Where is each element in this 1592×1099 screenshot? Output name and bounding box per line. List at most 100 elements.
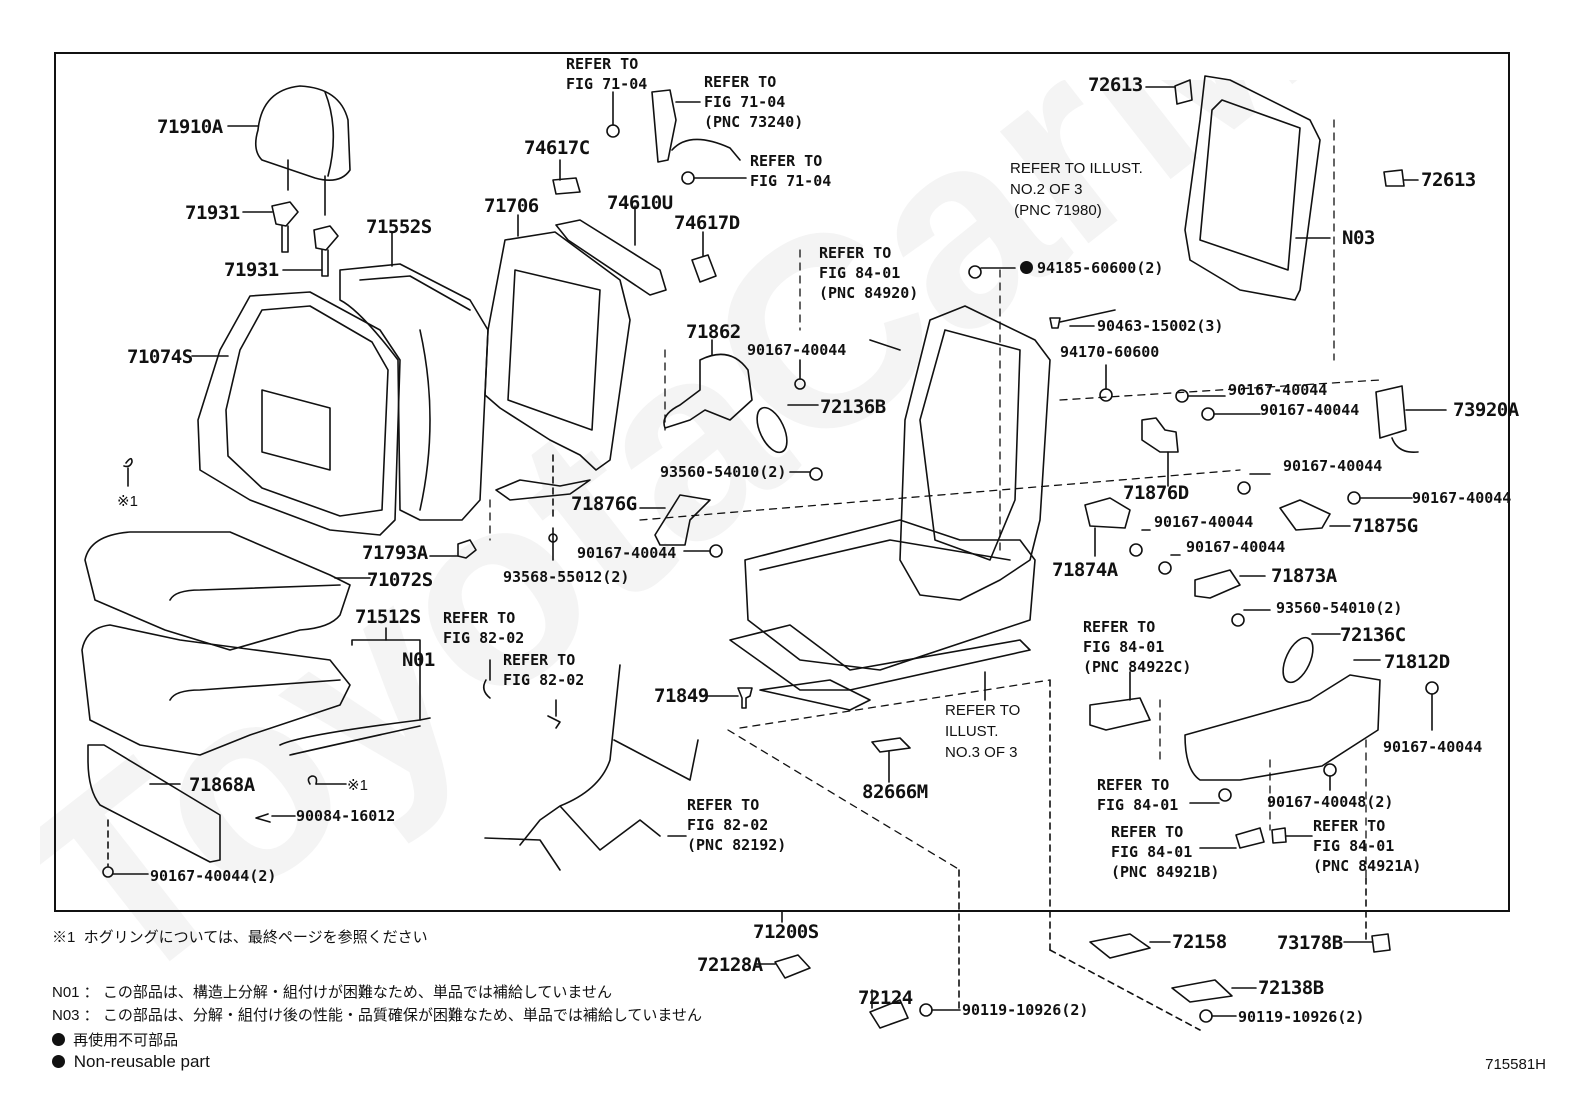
part-label-72124[interactable]: 72124 <box>858 987 913 1009</box>
part-label-90119-10926-right[interactable]: 90119-10926(2) <box>1238 1008 1365 1026</box>
note-hog-ring: ※1 ホグリングについては、最終ページを参照ください <box>52 929 428 946</box>
part-label-71849[interactable]: 71849 <box>654 685 709 707</box>
part-label-71876d[interactable]: 71876D <box>1123 482 1189 504</box>
seat-cushion-cover-drawing <box>84 531 371 651</box>
part-label-90119-10926-bottom[interactable]: 90119-10926(2) <box>962 1001 1089 1019</box>
bullet-dot-icon <box>52 1033 65 1046</box>
part-label-73920a[interactable]: 73920A <box>1453 399 1519 421</box>
reference-fig-84-01-pnc-84921a[interactable]: REFER TO FIG 84-01 (PNC 84921A) <box>1313 817 1422 875</box>
part-label-93560-54010-b[interactable]: 93560-54010(2) <box>1276 599 1403 617</box>
part-label-90084-16012[interactable]: 90084-16012 <box>296 807 396 825</box>
part-label-93560-54010-a[interactable]: 93560-54010(2) <box>660 463 787 481</box>
part-label-71074s[interactable]: 71074S <box>127 346 193 368</box>
part-label-72136c[interactable]: 72136C <box>1340 624 1406 646</box>
rail-parts-drawing <box>707 671 986 783</box>
part-label-90167-40048[interactable]: 90167-40048(2) <box>1267 793 1394 811</box>
part-label-90463-15002[interactable]: 90463-15002(3) <box>1097 317 1224 335</box>
hog-ring-drawings <box>123 457 347 785</box>
part-label-90167-40044-2[interactable]: 90167-40044(2) <box>150 867 277 885</box>
part-label-71931-lower[interactable]: 71931 <box>224 259 279 281</box>
part-label-73178b[interactable]: 73178B <box>1277 932 1343 954</box>
seat-frame-drawing <box>729 305 1051 711</box>
part-label-72158[interactable]: 72158 <box>1172 931 1227 953</box>
part-label-71812d[interactable]: 71812D <box>1384 651 1450 673</box>
reference-fig-84-01-pnc-84922c[interactable]: REFER TO FIG 84-01 (PNC 84922C) <box>1083 618 1192 676</box>
part-number-text: 94185-60600(2) <box>1037 259 1164 277</box>
part-label-94170-60600[interactable]: 94170-60600 <box>1060 343 1160 361</box>
seat-cushion-pad-drawing <box>81 624 431 756</box>
part-label-90167-40044-i[interactable]: 90167-40044 <box>1383 738 1483 756</box>
part-label-71706[interactable]: 71706 <box>484 195 539 217</box>
part-label-n01[interactable]: N01 <box>402 649 435 671</box>
part-label-72138b[interactable]: 72138B <box>1258 977 1324 999</box>
part-label-hog-ring-1[interactable]: ※1 <box>117 493 138 510</box>
seat-belt-buckle-drawing <box>606 89 747 185</box>
reference-fig-82-02-a[interactable]: REFER TO FIG 82-02 <box>443 609 525 647</box>
part-label-71931-upper[interactable]: 71931 <box>185 202 240 224</box>
note-n01: N01 ： この部品は、構造上分解・組付けが困難なため、単品では補給していません <box>52 984 612 1001</box>
note-n03: N03 ： この部品は、分解・組付け後の性能・品質確保が困難なため、単品では補給… <box>52 1007 702 1024</box>
part-label-71512s[interactable]: 71512S <box>355 606 421 628</box>
part-label-71868a[interactable]: 71868A <box>189 774 255 796</box>
reference-fig-84-01-plain[interactable]: REFER TO FIG 84-01 <box>1097 776 1179 814</box>
recliner-cover-g-drawing <box>639 494 723 558</box>
part-label-71910a[interactable]: 71910A <box>157 116 223 138</box>
part-label-90167-40044-h[interactable]: 90167-40044 <box>1186 538 1286 556</box>
part-label-72613-right[interactable]: 72613 <box>1421 169 1476 191</box>
part-label-71200s[interactable]: 71200S <box>753 921 819 943</box>
reference-fig-71-04-c[interactable]: REFER TO FIG 71-04 <box>750 152 832 190</box>
diagram-frame <box>54 52 1510 912</box>
part-label-71552s[interactable]: 71552S <box>366 216 432 238</box>
small-clips-drawing <box>429 454 558 561</box>
part-label-72136b[interactable]: 72136B <box>820 396 886 418</box>
part-label-74610u[interactable]: 74610U <box>607 192 673 214</box>
legend-text: 再使用不可部品 <box>73 1032 179 1049</box>
part-label-90167-40044-e[interactable]: 90167-40044 <box>1283 457 1383 475</box>
part-label-93568-55012[interactable]: 93568-55012(2) <box>503 568 630 586</box>
reference-fig-82-02-b[interactable]: REFER TO FIG 82-02 <box>503 651 585 689</box>
part-label-90167-40044-g[interactable]: 90167-40044 <box>1154 513 1254 531</box>
reference-illust-2-of-3[interactable]: REFER TO ILLUST. NO.2 OF 3 (PNC 71980) <box>1010 160 1143 219</box>
part-label-71874a[interactable]: 71874A <box>1052 559 1118 581</box>
wire-harness-drawing <box>482 659 699 871</box>
guide-lines <box>489 119 1381 881</box>
front-shield-drawing <box>87 744 296 878</box>
part-label-74617c[interactable]: 74617C <box>524 137 590 159</box>
headrest-drawing <box>227 85 351 216</box>
part-label-71072s[interactable]: 71072S <box>367 569 433 591</box>
reference-fig-84-01-pnc-84920[interactable]: REFER TO FIG 84-01 (PNC 84920) <box>819 244 919 302</box>
hinge-covers-drawing <box>552 159 717 296</box>
part-label-90167-40044-f[interactable]: 90167-40044 <box>1412 489 1512 507</box>
reference-illust-3-of-3[interactable]: REFER TO ILLUST. NO.3 OF 3 <box>945 702 1021 761</box>
reference-fig-71-04-a[interactable]: REFER TO FIG 71-04 <box>566 55 648 93</box>
non-reusable-dot-icon <box>1020 261 1033 274</box>
part-label-71875g[interactable]: 71875G <box>1352 515 1418 537</box>
part-label-72613-upper[interactable]: 72613 <box>1088 74 1143 96</box>
part-label-90167-40044-c[interactable]: 90167-40044 <box>1228 381 1328 399</box>
part-label-82666m[interactable]: 82666M <box>862 781 928 803</box>
part-label-71876g[interactable]: 71876G <box>571 493 637 515</box>
right-side-components-drawing <box>1084 385 1447 599</box>
seatback-pad-drawing <box>339 231 489 521</box>
part-label-71873a[interactable]: 71873A <box>1271 565 1337 587</box>
figure-number: 715581H <box>1485 1056 1546 1073</box>
part-label-71862[interactable]: 71862 <box>686 321 741 343</box>
part-label-74617d[interactable]: 74617D <box>674 212 740 234</box>
part-label-90167-40044-a[interactable]: 90167-40044 <box>747 341 847 359</box>
seatback-cover-drawing <box>191 291 401 536</box>
reference-fig-82-02-pnc-82192[interactable]: REFER TO FIG 82-02 (PNC 82192) <box>687 796 787 854</box>
part-label-n03[interactable]: N03 <box>1342 227 1375 249</box>
part-label-90167-40044-d[interactable]: 90167-40044 <box>1260 401 1360 419</box>
legend-non-reusable-en: Non-reusable part <box>52 1052 210 1072</box>
part-label-94185-60600[interactable]: 94185-60600(2) <box>1020 258 1163 278</box>
part-label-72128a[interactable]: 72128A <box>697 954 763 976</box>
reference-fig-71-04-pnc-73240[interactable]: REFER TO FIG 71-04 (PNC 73240) <box>704 73 804 131</box>
seatback-spring-drawing <box>484 214 631 501</box>
reference-fig-84-01-pnc-84921b[interactable]: REFER TO FIG 84-01 (PNC 84921B) <box>1111 823 1220 881</box>
nuts-ties-drawing <box>968 265 1116 402</box>
part-label-71793a[interactable]: 71793A <box>362 542 428 564</box>
recliner-cover-drawing <box>663 339 823 481</box>
part-label-hog-ring-2[interactable]: ※1 <box>347 777 368 794</box>
part-label-90167-40044-b[interactable]: 90167-40044 <box>577 544 677 562</box>
